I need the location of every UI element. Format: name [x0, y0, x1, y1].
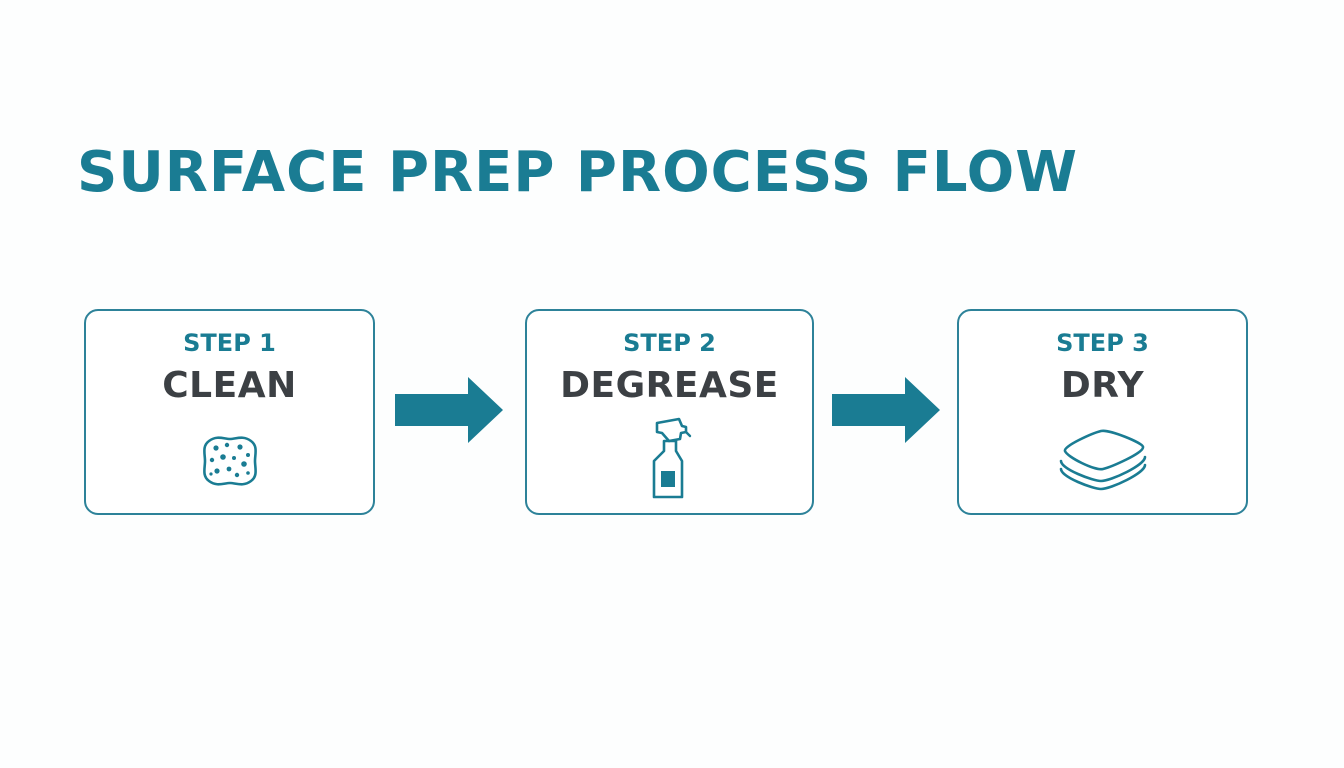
- step-card-degrease: STEP 2 DEGREASE: [525, 309, 814, 515]
- step-card-dry: STEP 3 DRY: [957, 309, 1248, 515]
- arrow-right-icon: [832, 377, 940, 443]
- step-number-label: STEP 3: [1056, 329, 1149, 357]
- arrow-right-icon: [395, 377, 503, 443]
- step-number-label: STEP 2: [623, 329, 716, 357]
- step-name: DRY: [1060, 365, 1145, 406]
- step-card-clean: STEP 1 CLEAN: [84, 309, 375, 515]
- step-name: DEGREASE: [560, 365, 779, 406]
- step-number-label: STEP 1: [183, 329, 276, 357]
- step-name: CLEAN: [162, 365, 297, 406]
- stacked-cloths-icon: [1059, 429, 1146, 491]
- sponge-icon: [202, 436, 257, 486]
- page-title: SURFACE PREP PROCESS FLOW: [77, 140, 1078, 205]
- spray-bottle-icon: [652, 417, 691, 499]
